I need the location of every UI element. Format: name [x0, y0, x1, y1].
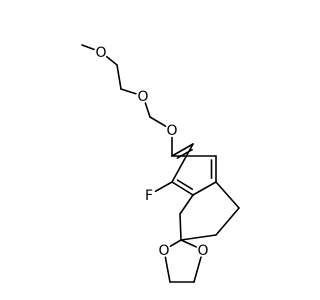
atom-label-layer: O O O F O O [95, 45, 208, 259]
bond-o4-d1 [193, 256, 202, 283]
bond-sp-r3 [180, 234, 217, 241]
bond-sp-o4 [180, 239, 197, 248]
atom-label-o2: O [137, 89, 148, 105]
bond-c3-o3 [149, 116, 167, 127]
bond-c2-o2 [120, 88, 137, 95]
bond-a3-a4 [171, 181, 194, 196]
bond-r1-sp [179, 213, 182, 241]
atom-label-o5: O [158, 243, 169, 259]
atom-label-o4: O [197, 243, 208, 259]
bond-o1-c1 [106, 55, 118, 66]
molecule-structure-diagram: O O O F O O [81, 44, 240, 283]
bond-a3-f [154, 181, 173, 193]
atom-label-o3: O [166, 123, 177, 139]
bond-layer [81, 44, 240, 283]
bond-a3-a4-double [176, 179, 194, 191]
bond-a4-a5 [192, 181, 217, 196]
bond-a4-r1 [179, 194, 194, 215]
atom-label-o1: O [95, 45, 106, 61]
atom-label-f: F [145, 188, 153, 204]
bond-d2-o5 [164, 256, 171, 283]
bond-sp-o5 [169, 239, 182, 247]
bond-a1-a2 [171, 143, 194, 157]
bond-a2-a3 [171, 143, 194, 183]
bond-a5-r2 [215, 181, 240, 209]
bond-c_me-o1 [81, 44, 95, 51]
bond-o2-c3 [144, 102, 151, 118]
bond-r3-r2 [215, 207, 240, 236]
bond-c1-c2 [116, 64, 122, 90]
